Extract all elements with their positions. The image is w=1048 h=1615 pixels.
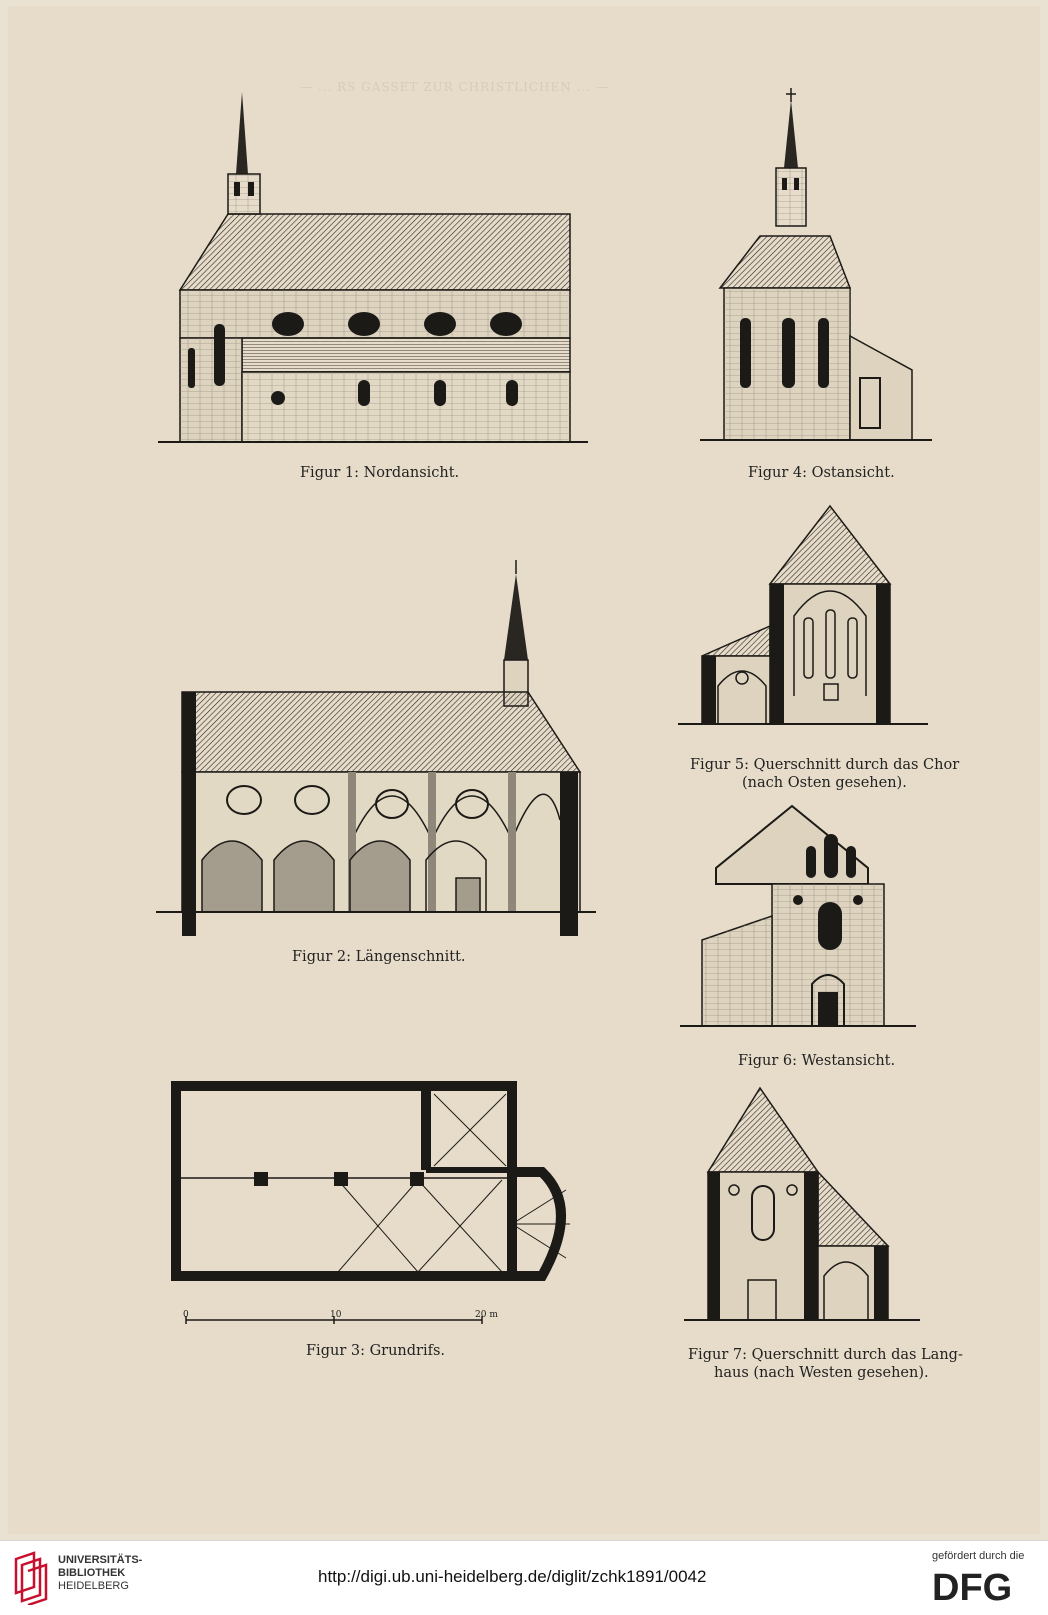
funded-by-label: gefördert durch die <box>932 1550 1025 1562</box>
viewer-footer: UNIVERSITÄTS- BIBLIOTHEK HEIDELBERG http… <box>0 1540 1048 1615</box>
library-name-line3: HEIDELBERG <box>58 1580 129 1592</box>
figure-6-west-elevation <box>680 804 916 1027</box>
scale-label-0: 0 <box>183 1310 189 1320</box>
figure-5-caption-line1: Figur 5: Querschnitt durch das Chor <box>690 757 960 773</box>
figure-2-caption: Figur 2: Längenschnitt. <box>292 949 466 965</box>
figure-5-choir-cross-section <box>678 504 928 725</box>
figure-7-caption-line1: Figur 7: Querschnitt durch das Lang- <box>688 1347 963 1363</box>
figure-5-caption-line2: (nach Osten gesehen). <box>742 775 907 791</box>
scale-label-10: 10 <box>330 1310 342 1320</box>
figure-2-longitudinal-section <box>156 560 596 936</box>
figure-3-ground-plan <box>171 1081 570 1324</box>
figure-7-nave-cross-section <box>684 1086 920 1321</box>
figure-1-north-elevation <box>158 92 588 443</box>
dfg-logo-icon: DFG <box>932 1567 1012 1605</box>
scanned-page: — ... RS GASSET ZUR CHRISTLICHEN ... — <box>0 0 1048 1540</box>
dfg-logo-text: DFG <box>932 1567 1012 1605</box>
faint-running-header: — ... RS GASSET ZUR CHRISTLICHEN ... — <box>300 80 609 94</box>
figure-7-caption-line2: haus (nach Westen gesehen). <box>714 1365 929 1381</box>
figure-4-east-elevation <box>700 88 932 441</box>
figure-6-caption: Figur 6: Westansicht. <box>738 1053 896 1069</box>
library-name-line1: UNIVERSITÄTS- <box>58 1554 143 1566</box>
figure-4-caption: Figur 4: Ostansicht. <box>748 465 895 481</box>
ub-heidelberg-logo-icon <box>14 1551 48 1605</box>
scale-label-20: 20 m <box>475 1310 498 1320</box>
library-name-line2: BIBLIOTHEK <box>58 1567 126 1579</box>
figure-1-caption: Figur 1: Nordansicht. <box>300 465 460 481</box>
library-name: UNIVERSITÄTS- BIBLIOTHEK HEIDELBERG <box>58 1554 142 1593</box>
permalink-url[interactable]: http://digi.ub.uni-heidelberg.de/diglit/… <box>318 1567 707 1586</box>
figure-3-caption: Figur 3: Grundrifs. <box>306 1343 446 1359</box>
